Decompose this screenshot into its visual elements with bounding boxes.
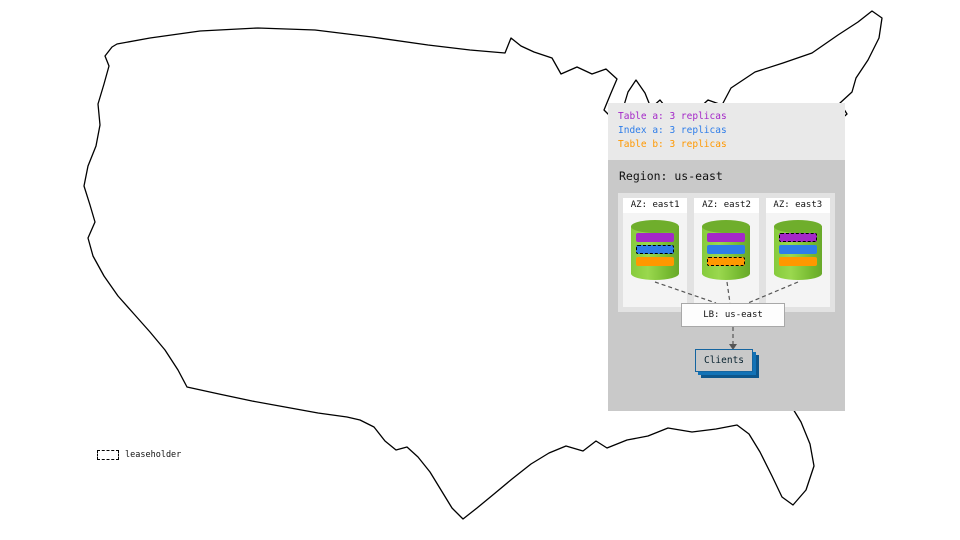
cylinder-bottom bbox=[773, 267, 822, 280]
database-cylinder-east2 bbox=[702, 220, 751, 280]
table-a-replica bbox=[636, 233, 675, 242]
legend-item-index-a: Index a: 3 replicas bbox=[618, 125, 727, 136]
replica-bars-east3 bbox=[778, 233, 817, 266]
table-a-replica bbox=[707, 233, 746, 242]
leaseholder-key-label: leaseholder bbox=[125, 450, 182, 460]
database-cylinder-east1 bbox=[631, 220, 680, 280]
table-b-replica-leaseholder bbox=[707, 257, 746, 266]
leaseholder-key: leaseholder bbox=[97, 450, 181, 460]
legend-item-table-b: Table b: 3 replicas bbox=[618, 139, 727, 150]
table-b-replica bbox=[778, 257, 817, 266]
az-box-east3: AZ: east3 bbox=[765, 198, 830, 307]
cylinder-top bbox=[702, 220, 751, 233]
replica-bars-east1 bbox=[636, 233, 675, 266]
az-label-east1: AZ: east1 bbox=[623, 198, 688, 213]
cylinder-top bbox=[773, 220, 822, 233]
cylinder-bottom bbox=[702, 267, 751, 280]
region-panel: Region: us-east AZ: east1 AZ: east2 bbox=[608, 160, 845, 411]
load-balancer-box: LB: us-east bbox=[681, 303, 785, 327]
az-box-east1: AZ: east1 bbox=[623, 198, 688, 307]
az-label-east2: AZ: east2 bbox=[694, 198, 759, 213]
region-title: Region: us-east bbox=[619, 169, 723, 183]
cylinder-bottom bbox=[631, 267, 680, 280]
replica-bars-east2 bbox=[707, 233, 746, 266]
legend-item-table-a: Table a: 3 replicas bbox=[618, 111, 727, 122]
replica-legend-panel: Table a: 3 replicas Index a: 3 replicas … bbox=[608, 103, 845, 160]
table-a-replica-leaseholder bbox=[778, 233, 817, 242]
cylinder-top bbox=[631, 220, 680, 233]
az-box-east2: AZ: east2 bbox=[694, 198, 759, 307]
index-a-replica-leaseholder bbox=[636, 245, 675, 254]
index-a-replica bbox=[778, 245, 817, 254]
az-label-east3: AZ: east3 bbox=[765, 198, 830, 213]
table-b-replica bbox=[636, 257, 675, 266]
clients-box: Clients bbox=[695, 349, 753, 372]
az-container: AZ: east1 AZ: east2 AZ: east3 bbox=[618, 193, 835, 312]
index-a-replica bbox=[707, 245, 746, 254]
database-cylinder-east3 bbox=[773, 220, 822, 280]
leaseholder-swatch-icon bbox=[97, 450, 119, 460]
